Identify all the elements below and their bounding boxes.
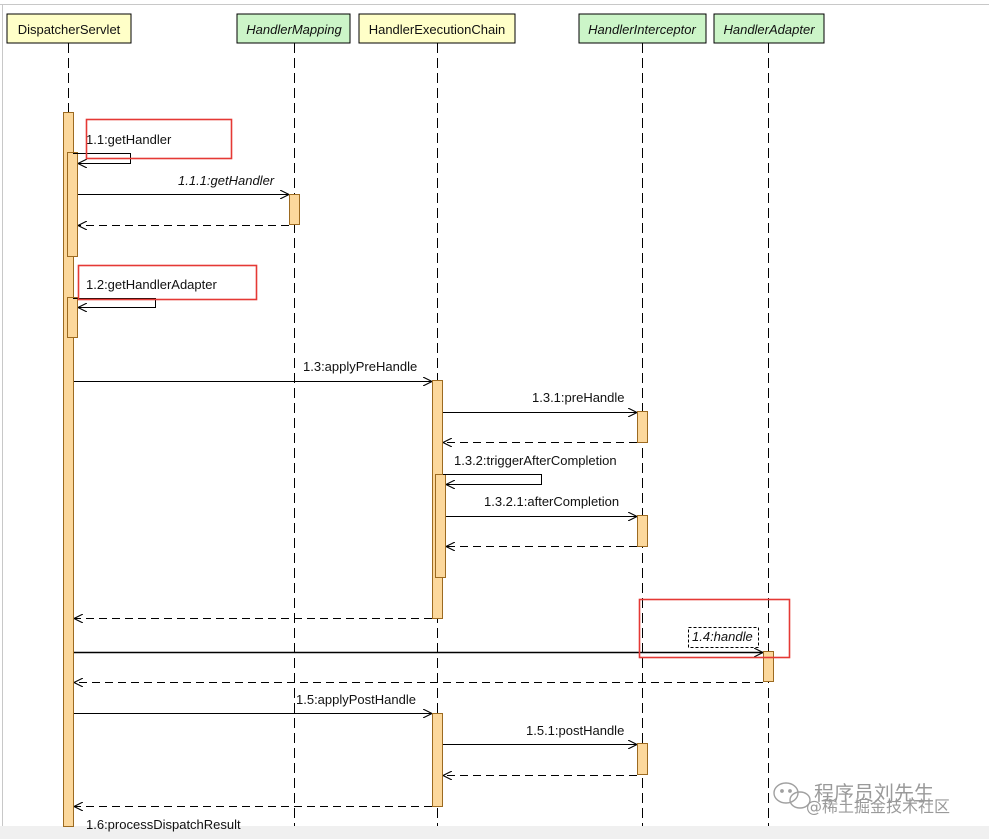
message-label: 1.5:applyPostHandle <box>296 692 416 707</box>
participant-handler-mapping[interactable]: HandlerMapping <box>236 13 351 44</box>
activation-trigger-after-completion <box>435 474 446 578</box>
activation-handler-mapping <box>289 194 300 225</box>
watermark: 程序员刘先生 @稀土掘金技术社区 <box>773 781 950 816</box>
activation-post-handle <box>637 743 648 775</box>
highlight-box-get-handler <box>85 118 233 160</box>
horizontal-scrollbar[interactable] <box>0 826 989 839</box>
participant-title: HandlerExecutionChain <box>369 22 506 37</box>
watermark-text: 程序员刘先生 <box>814 781 934 805</box>
participant-title: DispatcherServlet <box>18 22 121 37</box>
message-label: 1.1:getHandler <box>86 132 172 147</box>
message-1-3-2-trigger-after-completion <box>443 474 542 485</box>
activation-handle <box>763 651 774 682</box>
message-label: 1.3.1:preHandle <box>532 390 625 405</box>
activation-pre-handle <box>637 411 648 443</box>
message-label: 1.2:getHandlerAdapter <box>86 277 217 292</box>
participant-handler-interceptor[interactable]: HandlerInterceptor <box>578 13 707 44</box>
highlight-box-handle <box>638 598 791 659</box>
message-label: 1.3:applyPreHandle <box>303 359 417 374</box>
participant-title: HandlerMapping <box>246 22 342 37</box>
message-label: 1.6:processDispatchResult <box>86 817 241 832</box>
message-label: 1.3.2.1:afterCompletion <box>484 494 619 509</box>
watermark-text: @稀土掘金技术社区 <box>806 797 950 816</box>
activation-after-completion <box>637 515 648 547</box>
participant-dispatcher-servlet[interactable]: DispatcherServlet <box>6 13 132 44</box>
activation-get-handler <box>67 152 78 257</box>
chat-bubble-icon <box>773 782 811 809</box>
participant-handler-adapter[interactable]: HandlerAdapter <box>713 13 825 44</box>
participant-title: HandlerInterceptor <box>588 22 696 37</box>
participant-title: HandlerAdapter <box>723 22 815 37</box>
message-label: 1.3.2:triggerAfterCompletion <box>454 453 617 468</box>
handle-label-box <box>688 627 759 648</box>
highlight-box-get-handler-adapter <box>77 264 258 301</box>
activation-get-handler-adapter <box>67 297 78 338</box>
message-label: 1.5.1:postHandle <box>526 723 624 738</box>
message-1-2-get-handler-adapter <box>73 298 156 308</box>
participant-handler-execution-chain[interactable]: HandlerExecutionChain <box>358 13 516 44</box>
activation-apply-post-handle <box>432 713 443 807</box>
message-label: 1.1.1:getHandler <box>178 173 275 188</box>
activation-dispatcher-servlet <box>63 112 74 827</box>
message-label: 1.4:handle <box>692 629 753 644</box>
